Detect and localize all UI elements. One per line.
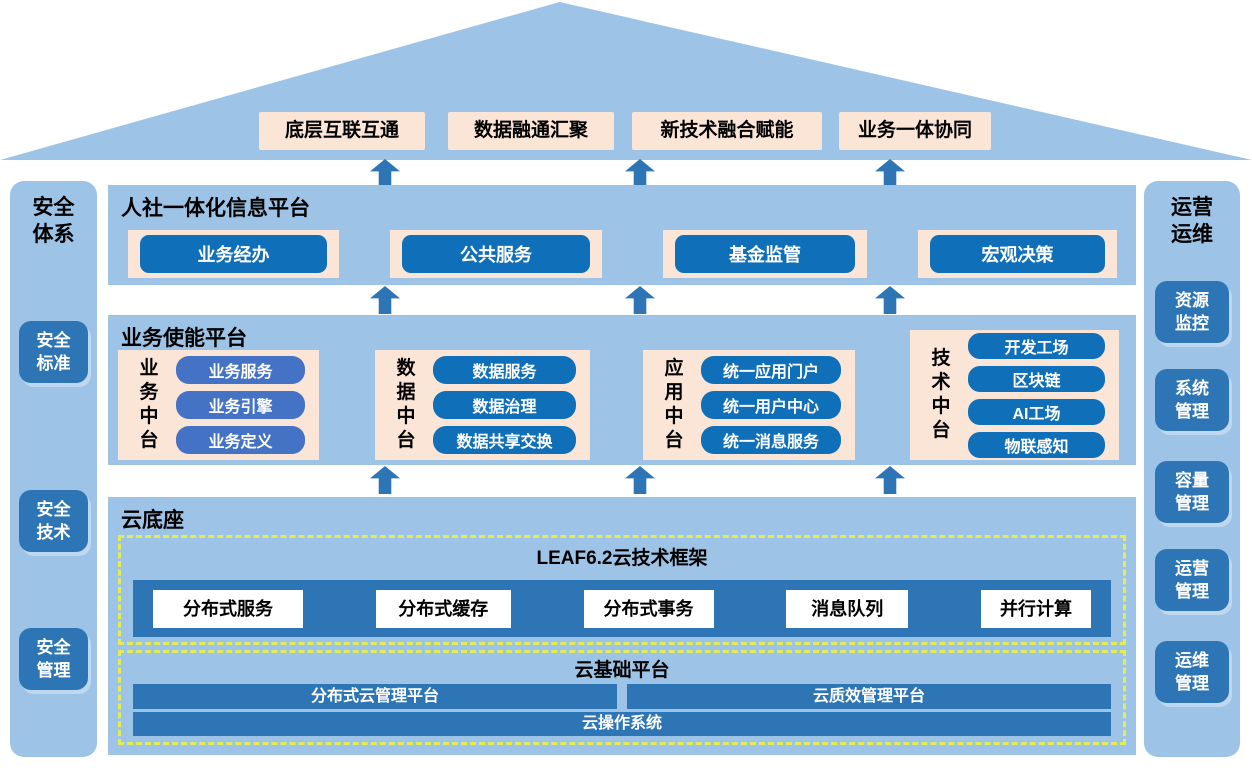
sidebar-item-operation-management: 运营管理	[1155, 549, 1229, 611]
group-label: 技术中台	[931, 348, 951, 441]
up-arrow-icon	[875, 466, 905, 494]
sidebar-item-security-technology: 安全技术	[19, 490, 88, 552]
roof-label: 业务一体协同	[839, 112, 991, 150]
tech-item: 消息队列	[786, 589, 909, 628]
module-card: 基金监管	[663, 230, 867, 278]
ops-sidebar-title: 运营运维	[1171, 196, 1213, 246]
capability-chip: 区块链	[968, 365, 1105, 392]
capability-chip: 数据服务	[433, 356, 576, 384]
module-card: 公共服务	[390, 230, 602, 278]
capability-chip: 业务定义	[176, 426, 305, 454]
security-sidebar-title: 安全体系	[32, 196, 75, 246]
capability-chip: 数据共享交换	[433, 426, 576, 454]
up-arrow-icon	[625, 159, 655, 187]
capability-chip: 业务服务	[176, 356, 305, 384]
module-business-handling: 业务经办	[140, 235, 327, 273]
module-macro-decision: 宏观决策	[930, 235, 1105, 273]
cloud-layer: 云底座 LEAF6.2云技术框架 分布式服务 分布式缓存 分布式事务 消息队列 …	[108, 497, 1136, 755]
sidebar-item-security-management: 安全管理	[19, 628, 88, 690]
module-fund-supervision: 基金监管	[675, 235, 855, 273]
group-label: 数据中台	[396, 358, 416, 451]
cloud-base-box: 云基础平台 分布式云管理平台 云质效管理平台 云操作系统	[118, 650, 1126, 745]
group-data-middle-platform: 数据中台 数据服务 数据治理 数据共享交换	[375, 350, 590, 460]
capability-chip: 数据治理	[433, 391, 576, 419]
platform-bar-cloud-quality-mgmt: 云质效管理平台	[627, 684, 1111, 709]
ops-sidebar: 运营运维 资源监控 系统管理 容量管理 运营管理 运维管理	[1144, 181, 1240, 757]
capability-chip: 统一消息服务	[701, 426, 841, 454]
up-arrow-icon	[625, 286, 655, 314]
group-label: 应用中台	[664, 358, 684, 451]
up-arrow-icon	[625, 466, 655, 494]
cloud-base-title: 云基础平台	[574, 660, 670, 681]
up-arrow-icon	[875, 286, 905, 314]
sidebar-item-resource-monitor: 资源监控	[1155, 281, 1229, 343]
capability-chip: 统一应用门户	[701, 356, 841, 384]
cloud-layer-title: 云底座	[121, 509, 184, 532]
group-technology-middle-platform: 技术中台 开发工场 区块链 AI工场 物联感知	[910, 330, 1119, 460]
module-card: 业务经办	[128, 230, 339, 278]
tech-item: 分布式服务	[153, 589, 303, 628]
tech-item: 并行计算	[981, 589, 1091, 628]
roof-label: 新技术融合赋能	[632, 112, 822, 150]
platform-layer: 人社一体化信息平台 业务经办 公共服务 基金监管 宏观决策	[108, 185, 1136, 285]
capability-chip: 业务引擎	[176, 391, 305, 419]
capability-chip: AI工场	[968, 398, 1105, 425]
sidebar-item-security-standard: 安全标准	[19, 321, 88, 383]
group-label: 业务中台	[139, 358, 159, 451]
leaf-framework-bar: 分布式服务 分布式缓存 分布式事务 消息队列 并行计算	[133, 580, 1111, 637]
up-arrow-icon	[370, 159, 400, 187]
up-arrow-icon	[370, 286, 400, 314]
sidebar-item-system-management: 系统管理	[1155, 369, 1229, 431]
enable-layer-title: 业务使能平台	[121, 327, 247, 350]
module-public-service: 公共服务	[402, 235, 590, 273]
sidebar-item-capacity-management: 容量管理	[1155, 461, 1229, 523]
roof-label: 底层互联互通	[259, 112, 425, 150]
capability-chip: 开发工场	[968, 332, 1105, 359]
group-business-middle-platform: 业务中台 业务服务 业务引擎 业务定义	[118, 350, 319, 460]
sidebar-item-maintenance-management: 运维管理	[1155, 641, 1229, 703]
roof-triangle	[0, 2, 1252, 160]
security-sidebar: 安全体系 安全标准 安全技术 安全管理	[10, 181, 97, 757]
platform-bar-distributed-cloud-mgmt: 分布式云管理平台	[133, 684, 617, 709]
roof-label: 数据融通汇聚	[448, 112, 614, 150]
capability-chip: 物联感知	[968, 431, 1105, 458]
platform-layer-title: 人社一体化信息平台	[121, 197, 310, 220]
module-card: 宏观决策	[918, 230, 1117, 278]
up-arrow-icon	[875, 159, 905, 187]
capability-chip: 统一用户中心	[701, 391, 841, 419]
tech-item: 分布式事务	[583, 589, 714, 628]
platform-bar-cloud-os: 云操作系统	[133, 712, 1111, 736]
leaf-framework-title: LEAF6.2云技术框架	[536, 548, 708, 569]
leaf-framework-box: LEAF6.2云技术框架 分布式服务 分布式缓存 分布式事务 消息队列 并行计算	[118, 535, 1126, 645]
enable-layer: 业务使能平台 业务中台 业务服务 业务引擎 业务定义 数据中台 数据服务 数据治…	[108, 315, 1136, 465]
up-arrow-icon	[370, 466, 400, 494]
group-application-middle-platform: 应用中台 统一应用门户 统一用户中心 统一消息服务	[643, 350, 855, 460]
tech-item: 分布式缓存	[375, 589, 511, 628]
